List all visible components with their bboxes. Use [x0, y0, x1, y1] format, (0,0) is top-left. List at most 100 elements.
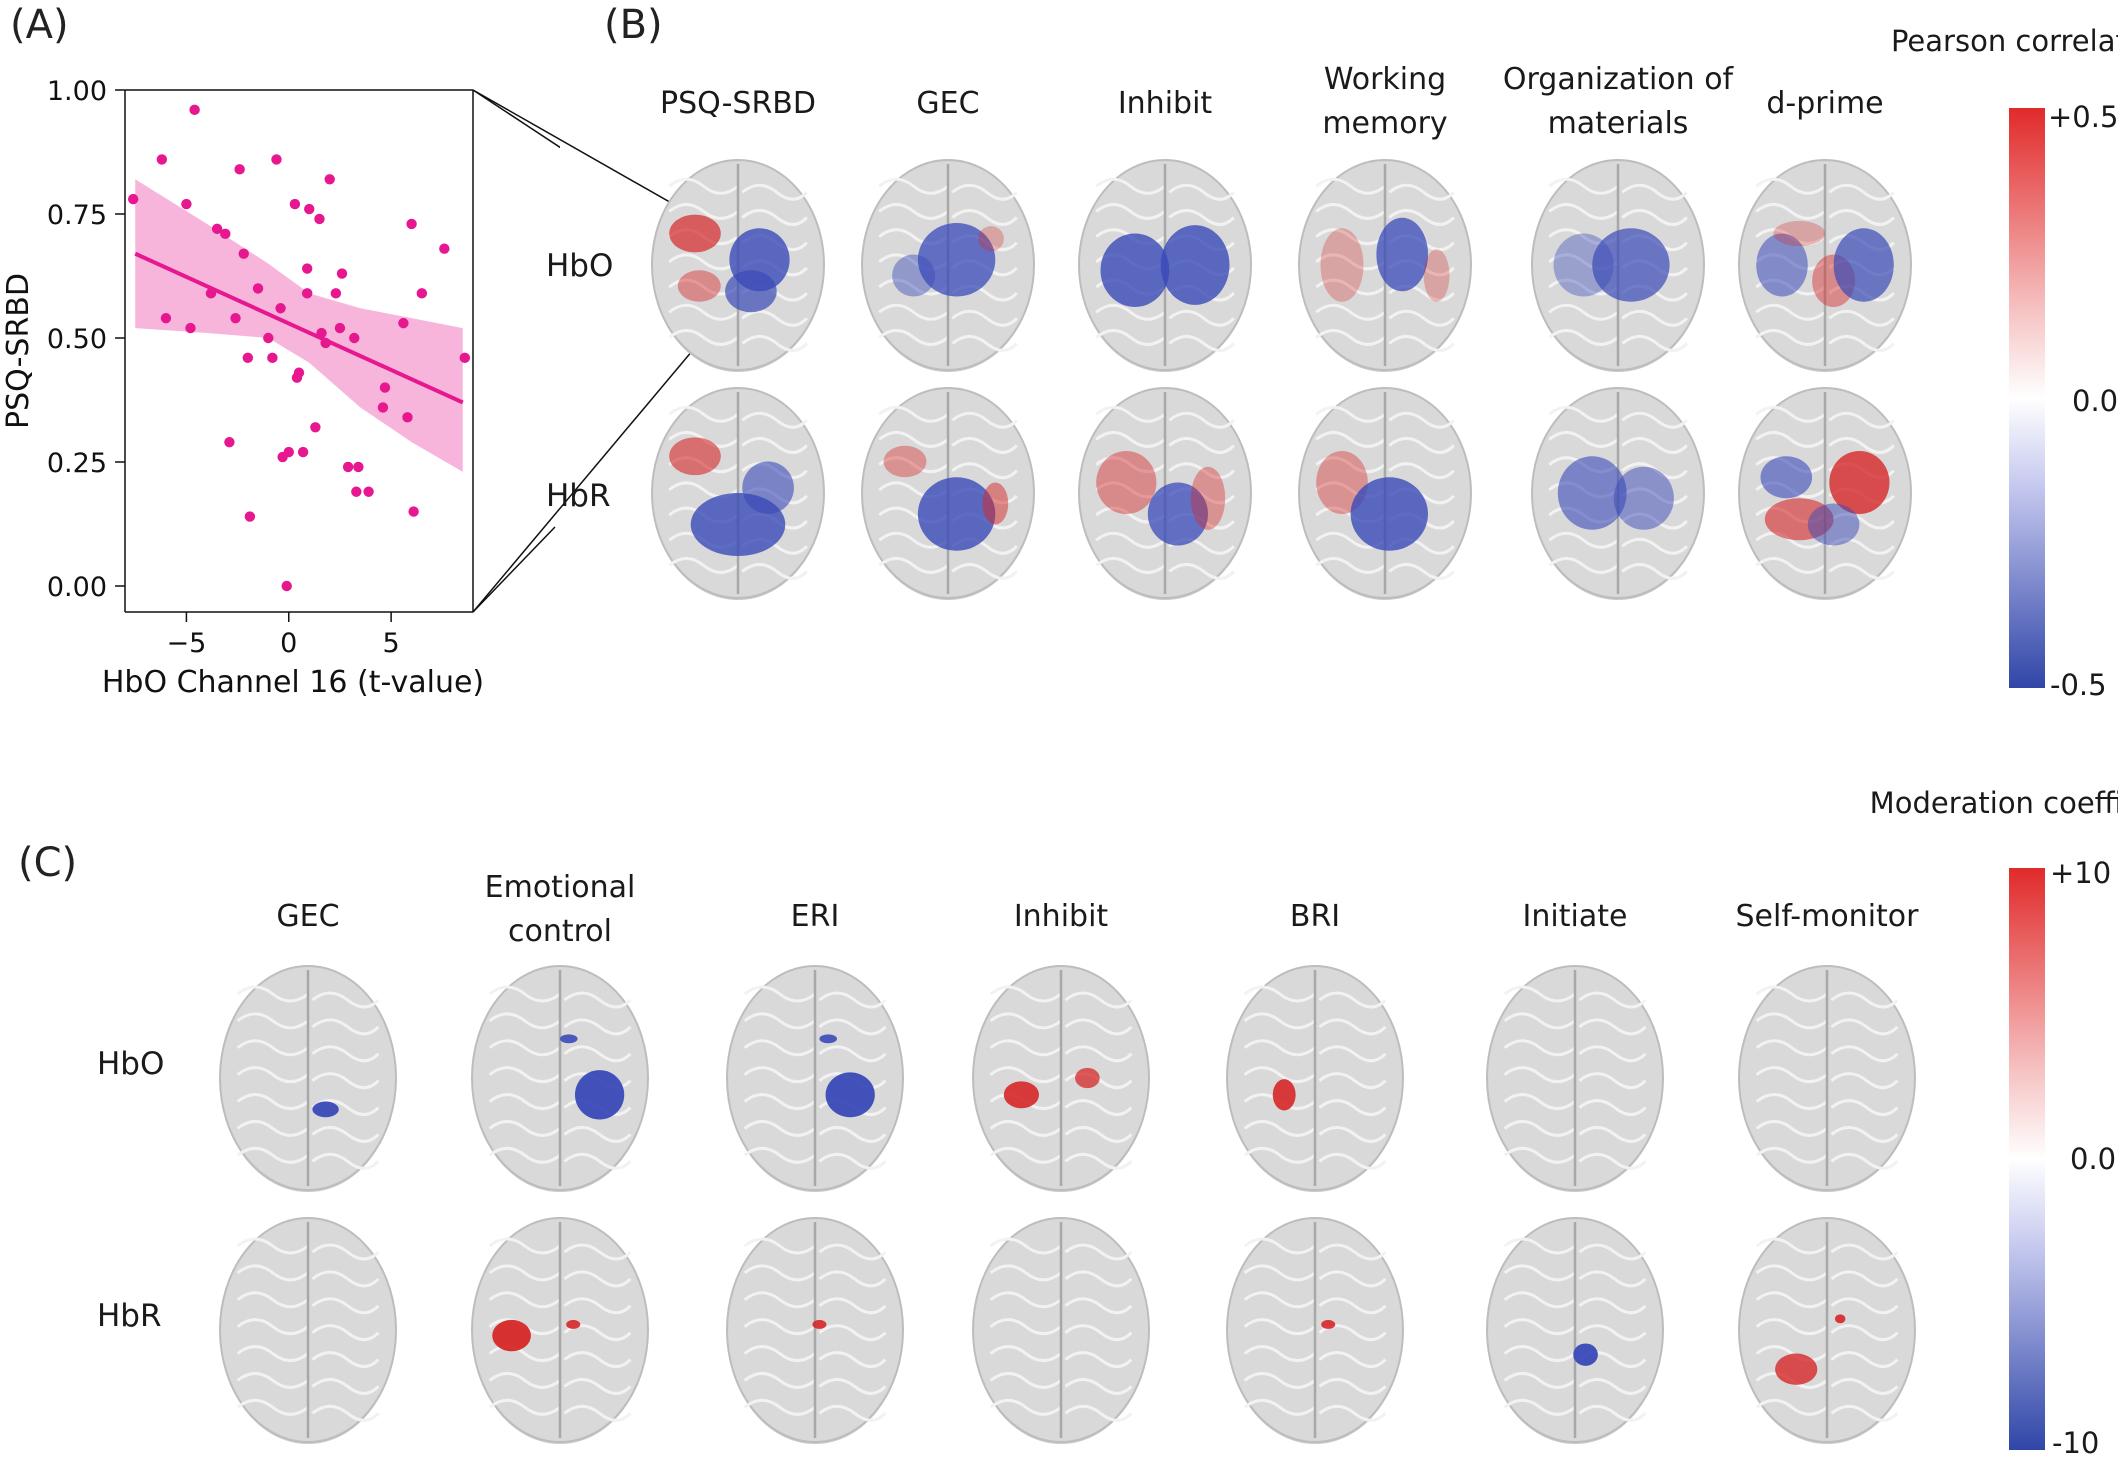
activation-blob [1096, 451, 1157, 514]
gyrus-left [236, 1146, 309, 1164]
brain-b-hbr [651, 387, 825, 600]
b-col-working-memory: Working memory [1322, 62, 1448, 141]
gyrus-left [1755, 1146, 1828, 1164]
gyrus-right [818, 1351, 887, 1369]
gyrus-right [818, 1018, 887, 1036]
data-point [281, 580, 292, 592]
y-tick-label: 0.50 [47, 324, 107, 355]
gyrus-left [743, 985, 816, 1003]
gyrus-left [743, 1398, 816, 1416]
data-point [342, 461, 354, 473]
brain-b-hbr [1738, 387, 1912, 600]
brain-c-hbr [972, 1217, 1150, 1444]
data-point [351, 486, 362, 497]
gyrus-right [1830, 1072, 1899, 1090]
activation-blob [1423, 249, 1450, 302]
gyrus-right [818, 1297, 887, 1315]
gyrus-right [1388, 562, 1455, 580]
gyrus-right [1828, 436, 1895, 454]
gyrus-right [311, 1404, 380, 1422]
brain-b-hbo [1738, 159, 1912, 372]
gyrus-right [951, 562, 1018, 580]
gyrus-left [1315, 253, 1386, 271]
gyrus-right [563, 1270, 632, 1288]
y-axis-label: PSQ-SRBD [1, 273, 36, 429]
brain-b-hbo [1298, 159, 1472, 372]
gyrus-right [311, 1297, 380, 1315]
gyrus-left [989, 1039, 1062, 1057]
gyrus-left [488, 1398, 561, 1416]
gyrus-left [236, 1318, 309, 1336]
activation-blob [883, 445, 927, 478]
activation-blob [1557, 456, 1627, 530]
gyrus-right [1064, 1018, 1133, 1036]
gyrus-left [1548, 177, 1619, 195]
brain-b-hbr [1531, 387, 1705, 600]
gyrus-left [488, 1237, 561, 1255]
gyrus-right [1064, 991, 1133, 1009]
data-point [301, 288, 313, 299]
gyrus-left [1243, 1318, 1316, 1336]
gyrus-left [1315, 202, 1386, 220]
gyrus-right [563, 1297, 632, 1315]
data-point [330, 288, 342, 299]
data-point [439, 243, 450, 254]
gyrus-left [236, 985, 309, 1003]
data-point [275, 303, 286, 314]
gyrus-left [236, 1264, 309, 1282]
x-tick-label: 0 [280, 628, 297, 659]
y-tick-label: 0.25 [47, 448, 107, 479]
b-colorbar-title: Pearson correlation [1890, 24, 2118, 58]
gyrus-left [1755, 556, 1826, 574]
gyrus-left [1315, 456, 1386, 474]
gyrus-left [989, 1291, 1062, 1309]
gyrus-right [951, 436, 1018, 454]
b-colorbar-mid: 0.0 [2072, 384, 2118, 418]
gyrus-left [1095, 556, 1166, 574]
gyrus-right [1388, 411, 1455, 429]
gyrus-left [1095, 202, 1166, 220]
data-point [263, 332, 274, 344]
b-row-hbo: HbO [546, 248, 614, 284]
gyrus-left [1503, 985, 1576, 1003]
data-point [334, 322, 346, 334]
data-point [353, 461, 364, 473]
c-colorbar-title: Moderation coefficient [1869, 786, 2118, 820]
data-point [189, 104, 200, 116]
data-point [242, 352, 254, 364]
gyrus-right [1578, 1270, 1647, 1288]
activation-blob [1833, 228, 1894, 302]
gyrus-left [1315, 556, 1386, 574]
gyrus-left [488, 1264, 561, 1282]
gyrus-left [668, 303, 739, 321]
gyrus-left [668, 253, 739, 271]
activation-blob [1100, 233, 1170, 307]
data-point [379, 382, 391, 393]
gyrus-left [1755, 328, 1826, 346]
gyrus-right [563, 1045, 632, 1063]
gyrus-left [1315, 430, 1386, 448]
activation-blob [1350, 477, 1429, 551]
gyrus-left [1548, 531, 1619, 549]
gyrus-right [1168, 334, 1235, 352]
activation-blob [725, 270, 777, 313]
activation-blob [1003, 1081, 1039, 1109]
gyrus-left [989, 1146, 1062, 1164]
gyrus-left [1095, 405, 1166, 423]
gyrus-right [1621, 411, 1688, 429]
gyrus-right [741, 208, 808, 226]
gyrus-right [311, 1243, 380, 1261]
gyrus-left [1503, 1371, 1576, 1389]
gyrus-right [1064, 1125, 1133, 1143]
data-point [377, 402, 389, 413]
gyrus-right [311, 1270, 380, 1288]
gyrus-left [743, 1318, 816, 1336]
gyrus-left [1548, 303, 1619, 321]
gyrus-right [1318, 1072, 1387, 1090]
gyrus-left [1243, 1291, 1316, 1309]
gyrus-right [951, 411, 1018, 429]
b-col-inhibit: Inhibit [1117, 86, 1213, 121]
gyrus-left [1548, 430, 1619, 448]
gyrus-right [741, 334, 808, 352]
